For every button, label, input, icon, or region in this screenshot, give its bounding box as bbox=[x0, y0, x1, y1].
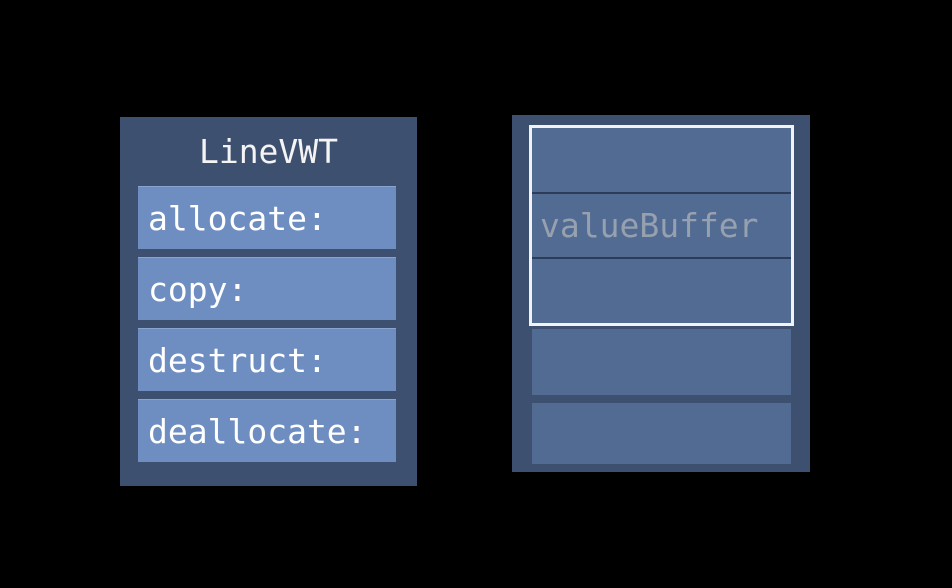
buffer-cell-middle: valueBuffer bbox=[532, 191, 791, 258]
vwt-row-label: copy: bbox=[148, 269, 248, 309]
value-buffer-highlight-box: valueBuffer bbox=[529, 125, 794, 326]
vwt-row-destruct: destruct: bbox=[138, 328, 396, 391]
witness-table-title: LineVWT bbox=[198, 132, 339, 171]
witness-table-rows: allocate: copy: destruct: deallocate: bbox=[120, 186, 417, 462]
witness-table-panel: LineVWT allocate: copy: destruct: deallo… bbox=[120, 117, 417, 486]
vwt-row-label: destruct: bbox=[148, 340, 327, 380]
vwt-row-deallocate: deallocate: bbox=[138, 399, 396, 462]
buffer-cell-top bbox=[532, 128, 791, 192]
value-buffer-panel: valueBuffer bbox=[512, 115, 810, 472]
value-buffer-label: valueBuffer bbox=[540, 206, 759, 245]
vwt-row-allocate: allocate: bbox=[138, 186, 396, 249]
buffer-extra-row-1 bbox=[532, 329, 791, 395]
buffer-extra-row-2 bbox=[532, 403, 791, 464]
vwt-row-copy: copy: bbox=[138, 257, 396, 320]
vwt-row-label: deallocate: bbox=[148, 411, 367, 451]
buffer-cell-bottom bbox=[532, 257, 791, 323]
vwt-row-label: allocate: bbox=[148, 198, 327, 238]
